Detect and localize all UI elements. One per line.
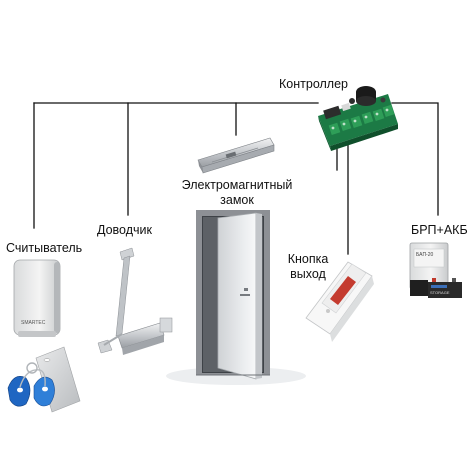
label-lock-line1: Электромагнитный: [181, 178, 293, 192]
key-fobs: [7, 362, 55, 407]
label-psu: БРП+АКБ: [411, 223, 468, 237]
controller-board: [318, 86, 398, 151]
door-closer: [97, 247, 173, 355]
card-reader: [13, 259, 61, 337]
door: [166, 210, 306, 385]
psu-label-text: БАП-20: [416, 252, 434, 258]
label-controller: Контроллер: [279, 77, 348, 91]
battery-brand-text: STORAGE: [430, 290, 450, 295]
label-reader: Считыватель: [6, 241, 83, 255]
label-electromagnetic-lock: Электромагнитный замок: [178, 178, 296, 208]
label-lock-line2: замок: [220, 193, 254, 207]
wiring: [33, 102, 439, 255]
wire-to-psu: [391, 102, 439, 216]
exit-button: [305, 261, 374, 342]
label-closer: Доводчик: [97, 223, 152, 237]
label-button-line1: Кнопка: [287, 252, 329, 266]
label-button-line2: выход: [290, 267, 326, 281]
label-exit-button: Кнопка выход: [284, 252, 332, 282]
power-supply: [409, 242, 462, 298]
reader-brand-text: SMARTEC: [21, 320, 46, 326]
electromagnetic-lock: [197, 137, 275, 174]
